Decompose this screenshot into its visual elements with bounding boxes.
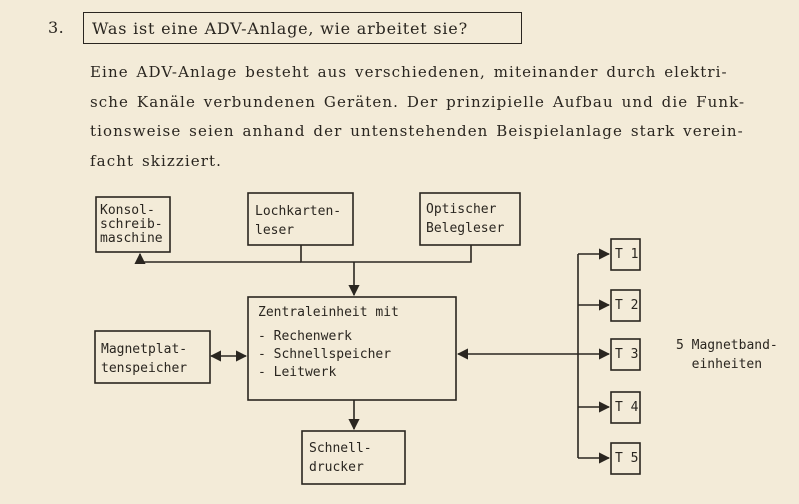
tape-label-1: T 1	[615, 247, 639, 262]
tape-box-1	[610, 238, 641, 271]
input-connector	[300, 245, 472, 263]
tape-box-4	[610, 391, 641, 424]
tape-caption: 5 Magnetband- einheiten	[676, 336, 778, 374]
tape-label-5: T 5	[615, 451, 639, 466]
tape-box-2	[610, 289, 641, 322]
paragraph-line: sche Kanäle verbundenen Geräten. Der pri…	[90, 92, 746, 111]
tape-box-5	[610, 442, 641, 475]
konsole-box	[95, 196, 171, 253]
section-heading: Was ist eine ADV-Anlage, wie arbeitet si…	[83, 12, 522, 44]
intro-paragraph: Eine ADV-Anlage besteht aus verschiedene…	[90, 58, 750, 176]
label-line: Magnetplat-	[101, 342, 188, 357]
schnelldrucker-label: Schnell- drucker	[309, 439, 372, 477]
zentral-box	[247, 296, 457, 401]
label-line: Optischer	[426, 202, 497, 217]
label-line: drucker	[309, 460, 364, 475]
label-line: tenspeicher	[101, 361, 188, 376]
optisch-box	[419, 192, 521, 246]
schnelldrucker-box	[301, 430, 406, 485]
lochkarten-label: Lochkarten- leser	[255, 202, 341, 240]
label-line: - Leitwerk	[258, 365, 337, 380]
tape-label-3: T 3	[615, 347, 639, 362]
label-line: 5 Magnetband-	[676, 338, 778, 353]
label-line: Konsol-	[100, 203, 155, 218]
label-line: Schnell-	[309, 441, 372, 456]
label-line: Zentraleinheit mit	[258, 305, 399, 320]
paragraph-line: facht skizziert.	[90, 151, 222, 170]
tape-box-3	[610, 338, 641, 371]
section-number: 3.	[48, 18, 65, 37]
paragraph-line: Eine ADV-Anlage besteht aus verschiedene…	[90, 63, 728, 81]
label-line: Lochkarten-	[255, 204, 342, 219]
label-line: - Schnellspeicher	[258, 347, 392, 362]
label-line: maschine	[100, 231, 163, 246]
magnetplatten-label: Magnetplat- tenspeicher	[101, 340, 187, 378]
paragraph-line: tionsweise seien anhand der untenstehend…	[90, 122, 744, 140]
label-line: Belegleser	[426, 221, 505, 236]
optisch-label: Optischer Belegleser	[426, 200, 504, 238]
tape-label-4: T 4	[615, 400, 639, 415]
label-line: leser	[255, 223, 295, 238]
label-line: einheiten	[691, 357, 763, 372]
zentral-label: Zentraleinheit mit - Rechenwerk - Schnel…	[258, 304, 399, 382]
label-line: - Rechenwerk	[258, 329, 352, 344]
konsole-label: Konsol- schreib- maschine	[100, 204, 163, 246]
tape-label-2: T 2	[615, 298, 639, 313]
label-line: schreib-	[100, 217, 163, 232]
